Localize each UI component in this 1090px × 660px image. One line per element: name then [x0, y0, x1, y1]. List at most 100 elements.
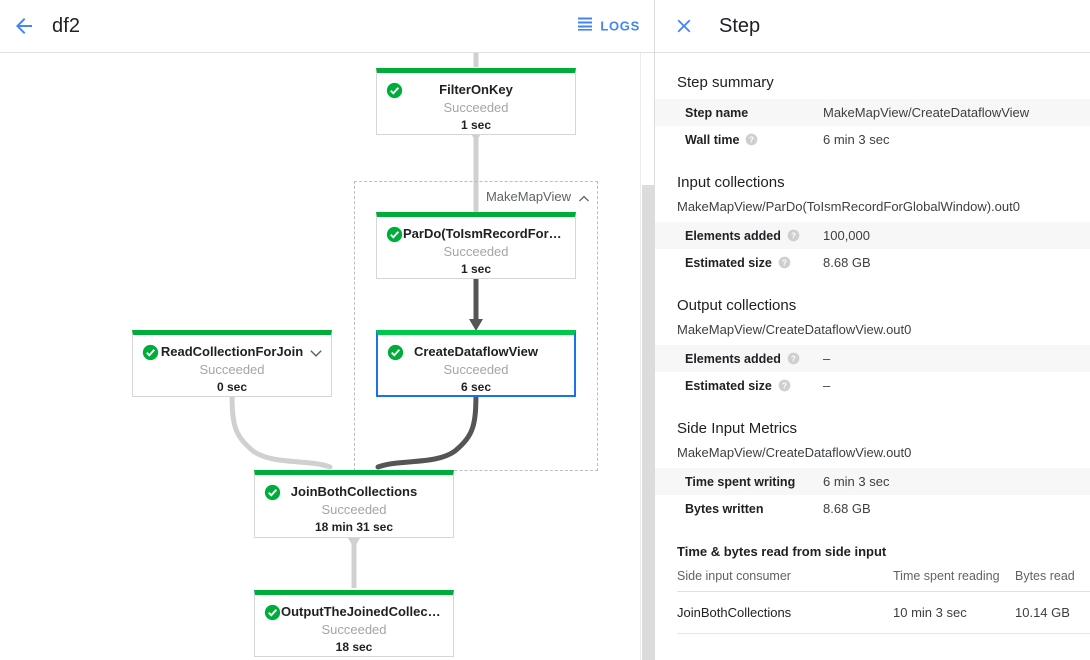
- graph-node-status: Succeeded: [443, 362, 509, 377]
- side-input-metrics-table: Time spent writing 6 min 3 sec Bytes wri…: [655, 468, 1090, 522]
- help-icon[interactable]: ?: [778, 379, 791, 392]
- graph-node-pardo-toismrecord[interactable]: ParDo(ToIsmRecordFor… Succeeded 1 sec: [376, 212, 576, 279]
- row-key: Wall time: [685, 132, 740, 147]
- row-value: MakeMapView/CreateDataflowView: [823, 105, 1030, 120]
- side-input-read-table: Side input consumer Time spent reading B…: [677, 565, 1090, 634]
- graph-node-status: Succeeded: [199, 362, 265, 377]
- logs-button-label: LOGS: [600, 18, 640, 34]
- section-title-side-input-read: Time & bytes read from side input: [677, 544, 887, 559]
- output-collection-name: MakeMapView/CreateDataflowView.out0: [677, 322, 912, 337]
- check-circle-icon: [142, 344, 159, 361]
- table-row: Estimated size? 8.68 GB: [655, 249, 1090, 276]
- input-collections-table: Elements added? 100,000 Estimated size? …: [655, 222, 1090, 276]
- section-title-input-collections: Input collections: [677, 174, 785, 191]
- check-circle-icon: [386, 82, 403, 99]
- check-circle-icon: [264, 484, 281, 501]
- section-title-side-input-metrics: Side Input Metrics: [677, 420, 798, 437]
- graph-node-duration: 6 sec: [460, 380, 492, 394]
- row-key: Elements added: [685, 228, 781, 243]
- cell-consumer: JoinBothCollections: [677, 591, 893, 634]
- help-icon[interactable]: ?: [745, 133, 758, 146]
- composite-group-makemapview[interactable]: MakeMapView: [354, 181, 598, 471]
- row-key: Time spent writing: [685, 474, 796, 489]
- step-panel-title: Step: [719, 14, 761, 37]
- svg-text:?: ?: [749, 135, 754, 144]
- input-collection-name: MakeMapView/ParDo(ToIsmRecordForGlobalWi…: [677, 199, 1020, 214]
- graph-scrollbar-thumb[interactable]: [642, 185, 654, 660]
- graph-node-name: FilterOnKey: [439, 82, 513, 97]
- section-title-output-collections: Output collections: [677, 297, 797, 314]
- help-icon[interactable]: ?: [787, 352, 800, 365]
- graph-node-status: Succeeded: [443, 100, 509, 115]
- column-header-bytes: Bytes read: [1015, 565, 1090, 592]
- check-circle-icon: [264, 604, 281, 621]
- graph-node-duration: 18 min 31 sec: [314, 520, 394, 534]
- graph-node-status: Succeeded: [321, 502, 387, 517]
- graph-scrollbar[interactable]: [640, 53, 654, 660]
- step-panel-header: Step: [655, 0, 1090, 53]
- graph-node-status: Succeeded: [443, 244, 509, 259]
- check-circle-icon: [386, 226, 403, 243]
- table-row: Bytes written 8.68 GB: [655, 495, 1090, 522]
- row-value: 100,000: [823, 228, 870, 243]
- close-icon[interactable]: [673, 15, 695, 37]
- chevron-up-icon[interactable]: [577, 192, 591, 206]
- row-key: Estimated size: [685, 378, 772, 393]
- list-lines-icon: [577, 16, 593, 37]
- column-header-time: Time spent reading: [893, 565, 1015, 592]
- chevron-down-icon[interactable]: [308, 345, 324, 361]
- graph-node-name: CreateDataflowView: [413, 344, 539, 359]
- graph-node-status: Succeeded: [321, 622, 387, 637]
- table-row: Time spent writing 6 min 3 sec: [655, 468, 1090, 495]
- table-row: Estimated size? –: [655, 372, 1090, 399]
- top-app-bar: df2 LOGS: [0, 0, 654, 53]
- row-value: 8.68 GB: [823, 501, 871, 516]
- graph-edges: [226, 53, 483, 588]
- svg-text:?: ?: [782, 258, 787, 267]
- table-row: JoinBothCollections 10 min 3 sec 10.14 G…: [677, 591, 1090, 634]
- graph-node-name: JoinBothCollections: [290, 484, 418, 499]
- job-graph-canvas[interactable]: MakeMapView FilterOnKey Succeeded 1 sec: [0, 53, 654, 660]
- svg-text:?: ?: [791, 354, 796, 363]
- graph-node-read-collection-for-join[interactable]: ReadCollectionForJoin Succeeded 0 sec: [132, 330, 332, 397]
- graph-node-join-both-collections[interactable]: JoinBothCollections Succeeded 18 min 31 …: [254, 470, 454, 538]
- graph-node-duration: 18 sec: [335, 640, 373, 654]
- cell-time: 10 min 3 sec: [893, 591, 1015, 634]
- table-row: Elements added? 100,000: [655, 222, 1090, 249]
- step-details-panel: Step Step summary Step name MakeMapView/…: [654, 0, 1090, 660]
- row-value: 6 min 3 sec: [823, 474, 890, 489]
- help-icon[interactable]: ?: [778, 256, 791, 269]
- check-circle-icon: [387, 344, 404, 361]
- arrow-left-icon[interactable]: [12, 14, 36, 38]
- side-input-collection-name: MakeMapView/CreateDataflowView.out0: [677, 445, 912, 460]
- section-title-step-summary: Step summary: [677, 74, 774, 91]
- graph-node-name: ReadCollectionForJoin: [160, 344, 304, 359]
- graph-node-duration: 1 sec: [460, 262, 492, 276]
- graph-node-name: ParDo(ToIsmRecordFor…: [403, 226, 562, 241]
- graph-node-duration: 1 sec: [460, 118, 492, 132]
- graph-node-duration: 0 sec: [216, 380, 248, 394]
- step-panel-body: Step summary Step name MakeMapView/Creat…: [655, 74, 1090, 634]
- graph-node-filter-on-key[interactable]: FilterOnKey Succeeded 1 sec: [376, 68, 576, 135]
- table-row: Wall time? 6 min 3 sec: [655, 126, 1090, 153]
- output-collections-table: Elements added? – Estimated size? –: [655, 345, 1090, 399]
- cell-bytes: 10.14 GB: [1015, 591, 1090, 634]
- row-key: Estimated size: [685, 255, 772, 270]
- help-icon[interactable]: ?: [787, 229, 800, 242]
- row-value: –: [823, 351, 831, 366]
- composite-group-label: MakeMapView: [485, 189, 571, 204]
- row-value: 8.68 GB: [823, 255, 871, 270]
- column-header-consumer: Side input consumer: [677, 565, 893, 592]
- table-header-row: Side input consumer Time spent reading B…: [677, 565, 1090, 592]
- row-key: Step name: [685, 105, 749, 120]
- step-summary-table: Step name MakeMapView/CreateDataflowView…: [655, 99, 1090, 153]
- row-value: –: [823, 378, 831, 393]
- row-key: Bytes written: [685, 501, 764, 516]
- logs-button[interactable]: LOGS: [577, 16, 640, 37]
- table-row: Step name MakeMapView/CreateDataflowView: [655, 99, 1090, 126]
- graph-node-output-the-joined-collection[interactable]: OutputTheJoinedCollec… Succeeded 18 sec: [254, 590, 454, 657]
- svg-text:?: ?: [791, 231, 796, 240]
- row-key: Elements added: [685, 351, 781, 366]
- graph-node-create-dataflow-view[interactable]: CreateDataflowView Succeeded 6 sec: [376, 330, 576, 397]
